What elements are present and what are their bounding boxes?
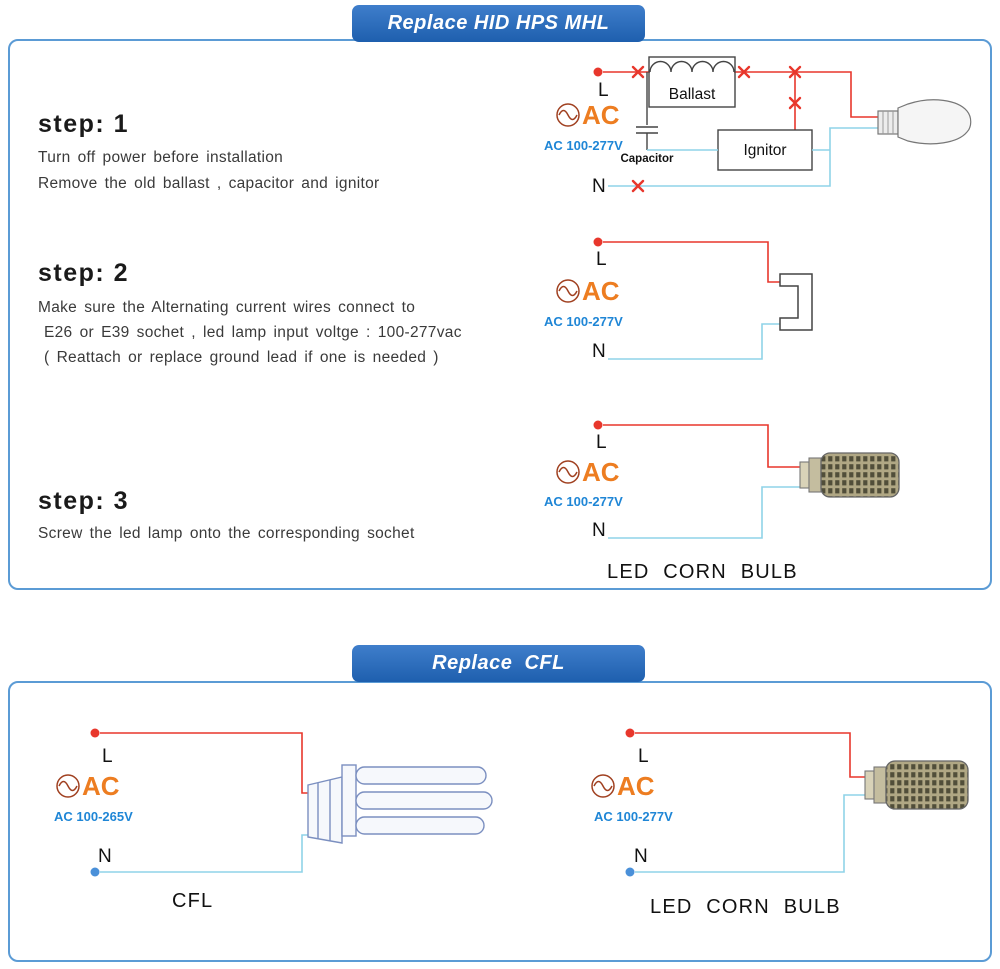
- live-terminal-dot: [593, 237, 603, 247]
- cfl-bulb: [307, 764, 493, 844]
- live-terminal-dot: [593, 67, 603, 77]
- neutral-terminal-dot: [90, 867, 100, 877]
- capacitor-symbol-icon: [636, 72, 658, 150]
- line-n-label: N: [592, 176, 606, 197]
- hid-caption: LED CORN BULB: [607, 561, 798, 583]
- line-n-label: N: [98, 846, 112, 867]
- step3-line1: Screw the led lamp onto the correspondin…: [38, 525, 415, 542]
- live-wire: [603, 71, 880, 130]
- x-mark-icon: [737, 65, 751, 79]
- line-n-label: N: [634, 846, 648, 867]
- cfl-right-caption: LED CORN BULB: [650, 896, 841, 918]
- cfl-right-diagram: L N AC AC 100-277V: [591, 728, 969, 877]
- voltage-label: AC 100-277V: [544, 314, 623, 329]
- step2-line2: E26 or E39 sochet , led lamp input voltg…: [44, 324, 462, 341]
- live-terminal-dot: [90, 728, 100, 738]
- sine-wave-icon: [558, 109, 578, 121]
- x-mark-icon: [631, 179, 645, 193]
- live-wire: [603, 424, 800, 468]
- hid-step3-diagram: L N AC AC 100-277V: [544, 420, 900, 541]
- voltage-label: AC 100-277V: [544, 494, 623, 509]
- cfl-panel: [8, 681, 992, 962]
- inductor-coil-icon: [649, 60, 735, 73]
- step3-title: step: 3: [38, 487, 130, 515]
- led-corn-bulb: [799, 452, 900, 498]
- step1-title: step: 1: [38, 110, 130, 138]
- line-l-label: L: [638, 746, 649, 767]
- ac-label: AC: [582, 457, 620, 487]
- step2-line1: Make sure the Alternating current wires …: [38, 299, 416, 316]
- sine-wave-icon: [558, 466, 578, 478]
- ballast-label: Ballast: [669, 86, 716, 103]
- step1-line2: Remove the old ballast , capacitor and i…: [38, 175, 380, 192]
- line-l-label: L: [102, 746, 113, 767]
- sine-wave-icon: [558, 285, 578, 297]
- line-l-label: L: [596, 249, 607, 270]
- step2-line3: ( Reattach or replace ground lead if one…: [44, 349, 439, 366]
- voltage-label: AC 100-265V: [54, 809, 133, 824]
- ac-label: AC: [582, 276, 620, 306]
- neutral-wire: [635, 794, 865, 873]
- capacitor-label: Capacitor: [620, 153, 674, 165]
- hid-panel: [8, 39, 992, 590]
- live-wire: [100, 732, 308, 794]
- live-wire: [635, 732, 865, 778]
- voltage-label: AC 100-277V: [544, 138, 623, 153]
- hid-section-banner: Replace HID HPS MHL: [352, 5, 645, 42]
- ac-source-icon: [56, 774, 80, 798]
- cfl-left-caption: CFL: [172, 890, 214, 912]
- hid-banner-label: Replace HID HPS MHL: [387, 12, 610, 34]
- step2-title: step: 2: [38, 259, 130, 287]
- line-l-label: L: [596, 432, 607, 453]
- ballast-box: [648, 56, 736, 108]
- cfl-banner-label: Replace CFL: [432, 652, 565, 674]
- ignitor-label: Ignitor: [743, 142, 786, 159]
- hps-bulb: [877, 99, 972, 145]
- ac-source-icon: [591, 774, 615, 798]
- ac-source-icon: [556, 279, 580, 303]
- ac-label: AC: [582, 100, 620, 130]
- cfl-left-diagram: L N AC AC 100-265V: [54, 728, 493, 877]
- x-mark-icon: [788, 96, 802, 110]
- hid-step1-diagram: Ballast Capacitor Ignitor L N AC AC 100-…: [544, 56, 972, 197]
- led-corn-bulb: [864, 760, 969, 810]
- sine-wave-icon: [58, 780, 78, 792]
- ac-label: AC: [82, 771, 120, 801]
- neutral-terminal-dot: [625, 867, 635, 877]
- line-n-label: N: [592, 520, 606, 541]
- line-l-label: L: [598, 80, 609, 101]
- lamp-socket: [779, 273, 813, 331]
- ac-source-icon: [556, 103, 580, 127]
- x-mark-icon: [631, 65, 645, 79]
- neutral-wire: [608, 486, 800, 539]
- neutral-wire: [608, 323, 780, 360]
- voltage-label: AC 100-277V: [594, 809, 673, 824]
- sine-wave-icon: [593, 780, 613, 792]
- cfl-section-banner: Replace CFL: [352, 645, 645, 682]
- step1-line1: Turn off power before installation: [38, 149, 284, 166]
- x-mark-icon: [788, 65, 802, 79]
- live-wire: [603, 241, 780, 283]
- neutral-wire: [608, 127, 880, 187]
- ac-label: AC: [617, 771, 655, 801]
- live-terminal-dot: [593, 420, 603, 430]
- line-n-label: N: [592, 341, 606, 362]
- live-terminal-dot: [625, 728, 635, 738]
- neutral-wire: [100, 834, 308, 873]
- hid-step2-diagram: L N AC AC 100-277V: [544, 237, 813, 362]
- ac-source-icon: [556, 460, 580, 484]
